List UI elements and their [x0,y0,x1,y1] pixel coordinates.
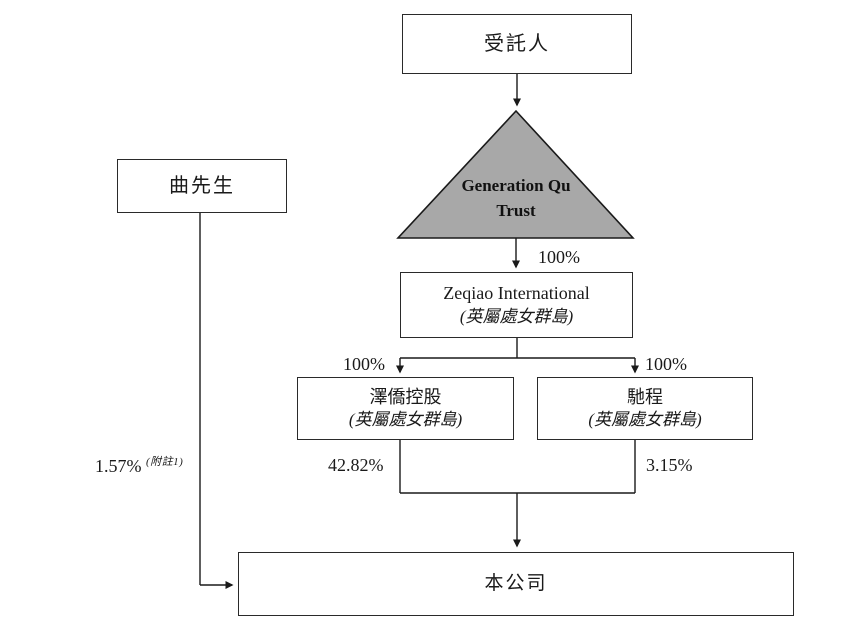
company-label: 本公司 [484,573,548,595]
mr-qu-label: 曲先生 [169,174,235,197]
mr-qu-note-reference: (附註1) [146,456,184,468]
ownership-label-trust-to-zeqiao: 100% [538,247,580,267]
zeqiao-holdings-name: 澤僑控股 [369,386,442,407]
trust-triangle-label: Generation Qu Trust [416,174,616,223]
zeqiao-international-jurisdiction: (英屬處女群島) [459,306,574,326]
zeqiao-international-box: Zeqiao International (英屬處女群島) [400,272,633,338]
ownership-label-holdings-to-company: 42.82% [328,455,384,475]
ownership-label-mr-qu-to-company: 1.57% (附註1) [95,453,183,477]
chicheng-name: 馳程 [627,386,663,407]
trustee-label: 受託人 [484,32,550,55]
mr-qu-box: 曲先生 [117,159,287,213]
ownership-label-to-chicheng: 100% [645,354,687,374]
chicheng-jurisdiction: (英屬處女群島) [588,410,702,430]
company-box: 本公司 [238,552,794,616]
zeqiao-holdings-jurisdiction: (英屬處女群島) [348,410,463,430]
chicheng-box: 馳程 (英屬處女群島) [537,377,753,440]
ownership-label-chicheng-to-company: 3.15% [646,455,693,475]
ownership-label-to-holdings: 100% [343,354,385,374]
trust-name-line1: Generation Qu [461,176,571,195]
zeqiao-international-name: Zeqiao International [443,283,590,304]
trust-name-line2: Trust [496,200,536,220]
mr-qu-percentage: 1.57% [95,456,142,476]
trustee-box: 受託人 [402,14,632,74]
zeqiao-holdings-box: 澤僑控股 (英屬處女群島) [297,377,514,440]
